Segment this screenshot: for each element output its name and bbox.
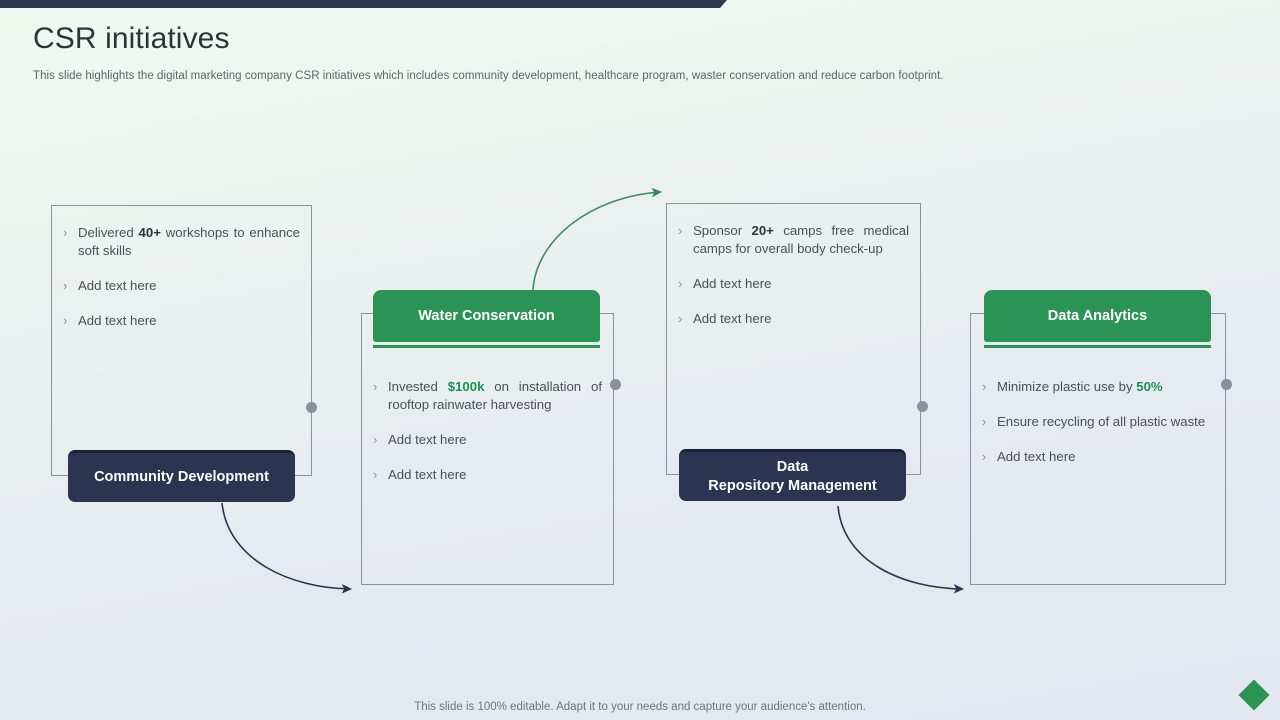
bullet-text: Delivered bbox=[78, 225, 139, 240]
bullet-list: › Delivered 40+ workshops to enhance sof… bbox=[63, 224, 300, 347]
connector-dot-repository bbox=[917, 401, 928, 412]
list-item[interactable]: › Sponsor 20+ camps free medical camps f… bbox=[678, 222, 909, 258]
list-item[interactable]: › Invested $100k on installation of roof… bbox=[373, 378, 602, 414]
bullet-text-suffix: camps free medical camps for overall bod… bbox=[693, 223, 909, 256]
connector-dot-water bbox=[610, 379, 621, 390]
list-item[interactable]: › Ensure recycling of all plastic waste bbox=[982, 413, 1214, 431]
list-item[interactable]: › Add text here bbox=[678, 310, 909, 328]
list-item[interactable]: › Add text here bbox=[678, 275, 909, 293]
chevron-right-icon: › bbox=[63, 278, 68, 293]
chevron-right-icon: › bbox=[63, 225, 68, 240]
bullet-list: › Minimize plastic use by 50% › Ensure r… bbox=[982, 378, 1214, 483]
chevron-right-icon: › bbox=[982, 379, 987, 394]
chevron-right-icon: › bbox=[678, 223, 683, 238]
bullet-text: Add text here bbox=[78, 278, 157, 293]
list-item[interactable]: › Add text here bbox=[982, 448, 1214, 466]
bullet-text: Add text here bbox=[78, 313, 157, 328]
bullet-highlight: 50% bbox=[1136, 379, 1163, 394]
chevron-right-icon: › bbox=[373, 379, 378, 394]
page-title: CSR initiatives bbox=[33, 22, 230, 55]
bullet-list: › Sponsor 20+ camps free medical camps f… bbox=[678, 222, 909, 345]
connector-dot-community bbox=[306, 402, 317, 413]
list-item[interactable]: › Add text here bbox=[373, 466, 602, 484]
list-item[interactable]: › Minimize plastic use by 50% bbox=[982, 378, 1214, 396]
page-subtitle: This slide highlights the digital market… bbox=[33, 70, 944, 82]
chevron-right-icon: › bbox=[678, 311, 683, 326]
bullet-text-suffix: workshops to enhance soft skills bbox=[78, 225, 300, 258]
footer-note: This slide is 100% editable. Adapt it to… bbox=[414, 701, 866, 713]
arrow-water-to-health bbox=[532, 187, 663, 291]
bullet-text-suffix: on installation of rooftop rainwater har… bbox=[388, 379, 602, 412]
bullet-text: Add text here bbox=[693, 311, 772, 326]
chevron-right-icon: › bbox=[678, 276, 683, 291]
bullet-text: Add text here bbox=[693, 276, 772, 291]
card-data-repository-management[interactable]: › Sponsor 20+ camps free medical camps f… bbox=[666, 203, 921, 475]
card-label-community-development[interactable]: Community Development bbox=[68, 450, 295, 502]
chevron-right-icon: › bbox=[982, 449, 987, 464]
bullet-text: Add text here bbox=[388, 432, 467, 447]
card-label-water-conservation[interactable]: Water Conservation bbox=[373, 290, 600, 342]
bullet-bold: 20+ bbox=[751, 223, 774, 238]
chevron-right-icon: › bbox=[982, 414, 987, 429]
bullet-text: Ensure recycling of all plastic waste bbox=[997, 414, 1206, 429]
bullet-text: Invested bbox=[388, 379, 448, 394]
arrow-community-to-water bbox=[221, 502, 353, 594]
green-underline-analytics bbox=[984, 345, 1211, 348]
card-water-conservation[interactable]: › Invested $100k on installation of roof… bbox=[361, 313, 614, 585]
bullet-list: › Invested $100k on installation of roof… bbox=[373, 378, 602, 501]
card-label-data-analytics[interactable]: Data Analytics bbox=[984, 290, 1211, 342]
bullet-text: Add text here bbox=[388, 467, 467, 482]
bullet-bold: 40+ bbox=[138, 225, 161, 240]
card-label-line2: Repository Management bbox=[708, 477, 877, 494]
card-label-data-repository-management[interactable]: Data Repository Management bbox=[679, 449, 906, 501]
green-underline-water bbox=[373, 345, 600, 348]
connector-dot-analytics bbox=[1221, 379, 1232, 390]
top-accent-bar bbox=[0, 0, 727, 8]
bullet-text: Sponsor bbox=[693, 223, 752, 238]
arrow-repository-to-analytics bbox=[837, 505, 965, 594]
bullet-text: Add text here bbox=[997, 449, 1076, 464]
card-community-development[interactable]: › Delivered 40+ workshops to enhance sof… bbox=[51, 205, 312, 476]
list-item[interactable]: › Add text here bbox=[63, 312, 300, 330]
card-label-line1: Data bbox=[776, 458, 809, 475]
chevron-right-icon: › bbox=[373, 467, 378, 482]
bullet-highlight: $100k bbox=[447, 379, 485, 394]
chevron-right-icon: › bbox=[373, 432, 378, 447]
list-item[interactable]: › Add text here bbox=[373, 431, 602, 449]
chevron-right-icon: › bbox=[63, 313, 68, 328]
list-item[interactable]: › Delivered 40+ workshops to enhance sof… bbox=[63, 224, 300, 260]
list-item[interactable]: › Add text here bbox=[63, 277, 300, 295]
bullet-text: Minimize plastic use by bbox=[997, 379, 1137, 394]
card-data-analytics[interactable]: › Minimize plastic use by 50% › Ensure r… bbox=[970, 313, 1226, 585]
